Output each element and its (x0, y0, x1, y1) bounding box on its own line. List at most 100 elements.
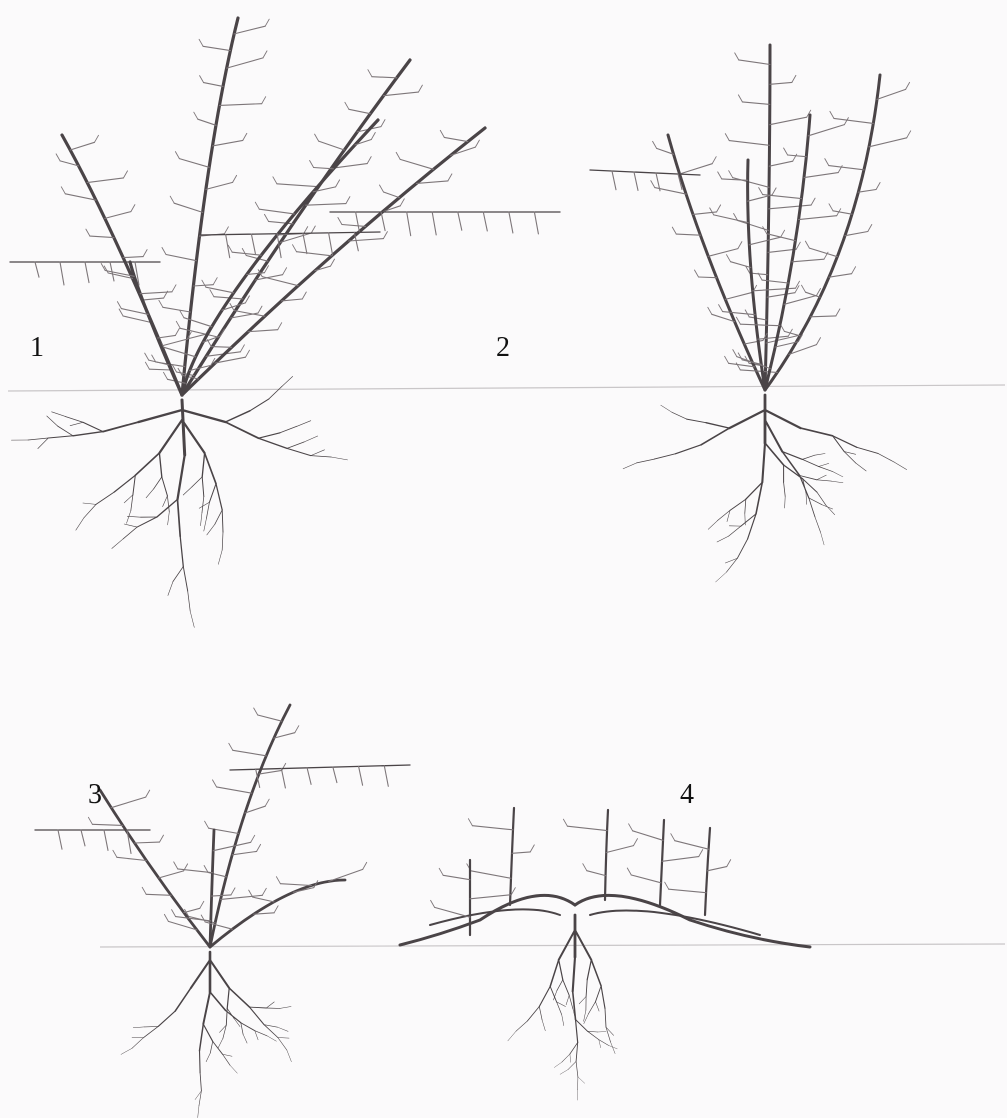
twig (162, 339, 188, 346)
runner (575, 895, 810, 947)
twig-tip (311, 226, 315, 233)
twig (742, 102, 769, 105)
twig (767, 293, 795, 298)
twig-tip (381, 120, 385, 127)
root (801, 428, 833, 436)
root (554, 1062, 562, 1067)
twig (212, 895, 231, 896)
twig (770, 82, 792, 84)
ground-line-bottom (100, 944, 1005, 947)
twig (769, 161, 792, 166)
root (817, 480, 831, 481)
twig-tip (242, 249, 246, 256)
twig (234, 26, 265, 34)
root (66, 417, 83, 423)
spur-hook (85, 262, 89, 283)
runner (400, 895, 575, 945)
twig-tip (336, 180, 340, 187)
twig (443, 875, 470, 879)
twig-tip (331, 259, 335, 266)
root (280, 1007, 291, 1009)
twig (435, 907, 470, 917)
twig-tip (170, 196, 174, 203)
root (623, 463, 637, 469)
twig-tip (868, 225, 872, 232)
root (216, 484, 222, 510)
shrub-2-drawing (590, 45, 911, 582)
twig-tip (368, 70, 372, 77)
twig (384, 192, 400, 198)
twig-tip (717, 205, 721, 212)
root (311, 456, 331, 457)
twig-tip (829, 204, 833, 211)
twig (744, 340, 763, 344)
twig-tip (265, 799, 269, 806)
twig (740, 324, 779, 326)
root (831, 481, 843, 483)
twig (680, 164, 713, 174)
root (784, 482, 786, 496)
root (192, 477, 202, 487)
twig-tip (146, 790, 150, 797)
twig (134, 842, 159, 843)
twig (146, 894, 171, 895)
root (191, 960, 210, 988)
root (576, 1061, 578, 1077)
root (803, 479, 817, 492)
root (133, 475, 135, 495)
root (570, 1054, 571, 1062)
root (576, 1020, 588, 1032)
twig (90, 236, 114, 238)
root (133, 1027, 144, 1028)
root (250, 399, 269, 411)
root (52, 412, 66, 417)
root (218, 550, 222, 564)
twig (142, 298, 164, 300)
twig (606, 846, 633, 853)
twig-tip (727, 255, 731, 262)
root (661, 405, 672, 412)
root (210, 992, 226, 1010)
root (199, 1091, 201, 1106)
twig (834, 118, 873, 123)
twig (810, 316, 836, 317)
twig-tip (708, 307, 712, 314)
twig-tip (796, 281, 800, 288)
twig-tip (200, 76, 204, 83)
root (124, 495, 133, 503)
root (146, 489, 154, 498)
figure-label-1: 1 (30, 334, 44, 362)
stem (705, 828, 710, 915)
root (802, 455, 814, 459)
root (601, 986, 605, 1009)
twig-tip (172, 910, 176, 917)
root (539, 1007, 542, 1020)
spur-hook (35, 262, 39, 277)
root (123, 527, 137, 539)
root (157, 499, 178, 517)
twig-tip (56, 154, 60, 161)
twig-tip (175, 328, 179, 335)
twig (788, 155, 807, 157)
shrub-1-drawing (10, 18, 560, 627)
twig-tip (825, 159, 829, 166)
twig (808, 125, 844, 136)
root (229, 988, 249, 1007)
twig (669, 889, 706, 893)
twig (206, 182, 233, 189)
twig (770, 117, 807, 125)
root (159, 420, 182, 453)
twig (749, 237, 780, 245)
twig (159, 871, 184, 878)
twig-tip (671, 834, 675, 841)
root (137, 517, 157, 527)
spur-hook (329, 233, 333, 255)
twig-tip (363, 862, 367, 869)
twig-tip (95, 135, 99, 142)
twig (729, 141, 769, 146)
twig-tip (802, 285, 806, 292)
twig (845, 232, 868, 236)
root (215, 510, 222, 524)
twig-tip (805, 241, 809, 248)
root (178, 455, 185, 500)
